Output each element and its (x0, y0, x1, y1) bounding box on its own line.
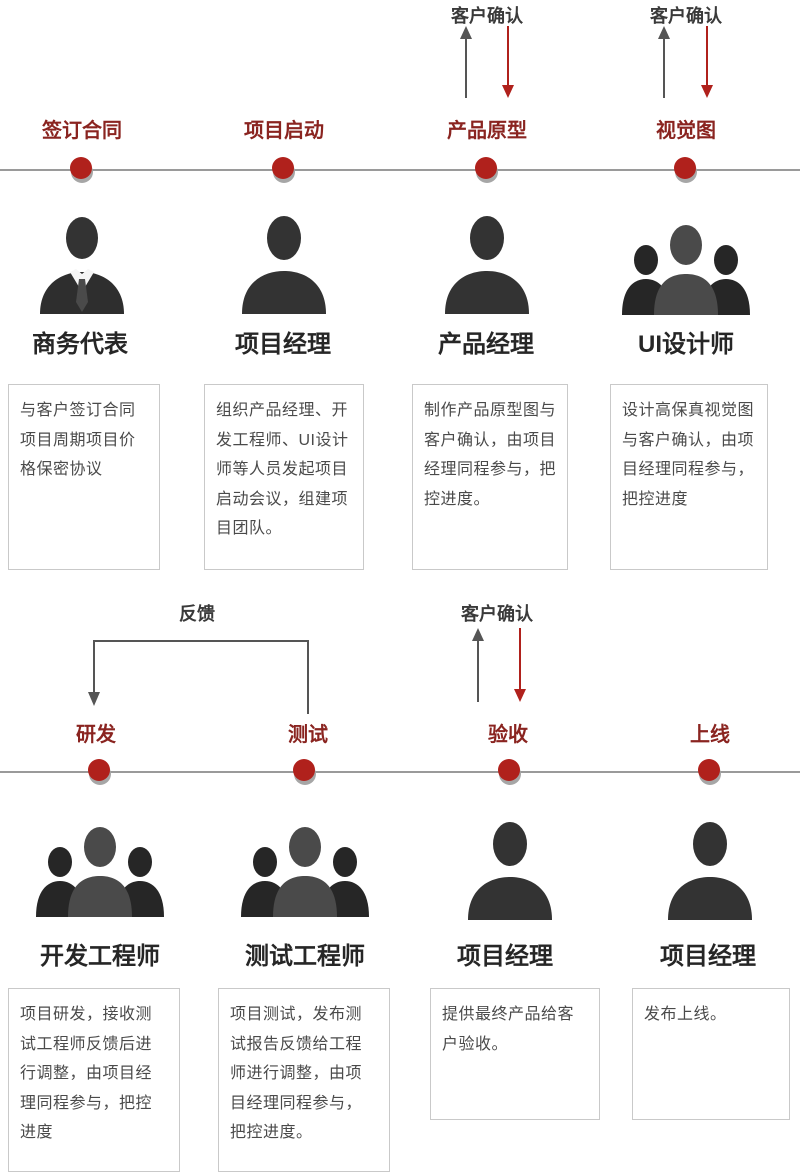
stage-title-testing: 测试 (288, 724, 328, 746)
role-test-engineer: 测试工程师 (245, 943, 365, 970)
customer-confirm-label: 客户确认 (650, 6, 722, 26)
person-icon (468, 822, 552, 920)
timeline-bottom (0, 771, 800, 773)
role-project-manager: 项目经理 (235, 331, 331, 358)
stage-title-launch: 上线 (690, 724, 730, 746)
timeline-node (673, 156, 699, 184)
timeline-node (697, 758, 723, 786)
stage-title-visual-design: 视觉图 (656, 120, 716, 142)
desc-development: 项目研发，接收测试工程师反馈后进行调整，由项目经理同程参与，把控进度 (8, 988, 180, 1172)
timeline-node (292, 758, 318, 786)
timeline-node (87, 758, 113, 786)
stage-title-acceptance: 验收 (488, 724, 528, 746)
stage-title-development: 研发 (76, 724, 116, 746)
role-business-rep: 商务代表 (32, 331, 128, 358)
team-icon (622, 225, 750, 315)
stage-title-prototype: 产品原型 (447, 120, 527, 142)
arrow-down-icon (701, 26, 713, 98)
arrow-down-icon (514, 628, 526, 702)
customer-confirm-label: 客户确认 (461, 604, 533, 624)
role-project-manager: 项目经理 (660, 943, 756, 970)
arrow-up-icon (472, 628, 484, 702)
desc-kickoff: 组织产品经理、开发工程师、UI设计师等人员发起项目启动会议，组建项目团队。 (204, 384, 364, 570)
person-icon (445, 216, 529, 314)
person-icon (242, 216, 326, 314)
desc-visual-design: 设计高保真视觉图与客户确认，由项目经理同程参与，把控进度 (610, 384, 768, 570)
stage-title-sign-contract: 签订合同 (42, 120, 122, 142)
role-product-manager: 产品经理 (438, 331, 534, 358)
desc-launch: 发布上线。 (632, 988, 790, 1120)
timeline-node (474, 156, 500, 184)
timeline-node (271, 156, 297, 184)
arrow-up-icon (658, 26, 670, 98)
stage-title-kickoff: 项目启动 (244, 120, 324, 142)
team-icon (241, 827, 369, 917)
timeline-node (497, 758, 523, 786)
timeline-node (69, 156, 95, 184)
desc-acceptance: 提供最终产品给客户验收。 (430, 988, 600, 1120)
role-ui-designer: UI设计师 (638, 331, 734, 358)
arrow-up-icon (460, 26, 472, 98)
customer-confirm-label: 客户确认 (451, 6, 523, 26)
person-icon (668, 822, 752, 920)
arrow-down-icon (502, 26, 514, 98)
team-icon (36, 827, 164, 917)
desc-testing: 项目测试，发布测试报告反馈给工程师进行调整，由项目经理同程参与，把控进度。 (218, 988, 390, 1172)
desc-sign-contract: 与客户签订合同项目周期项目价格保密协议 (8, 384, 160, 570)
role-project-manager: 项目经理 (457, 943, 553, 970)
timeline-top (0, 169, 800, 171)
desc-prototype: 制作产品原型图与客户确认，由项目经理同程参与，把控进度。 (412, 384, 568, 570)
person-suit-icon (40, 217, 124, 314)
role-dev-engineer: 开发工程师 (40, 943, 160, 970)
feedback-label: 反馈 (179, 604, 215, 624)
feedback-loop-arrow-icon (88, 640, 309, 714)
